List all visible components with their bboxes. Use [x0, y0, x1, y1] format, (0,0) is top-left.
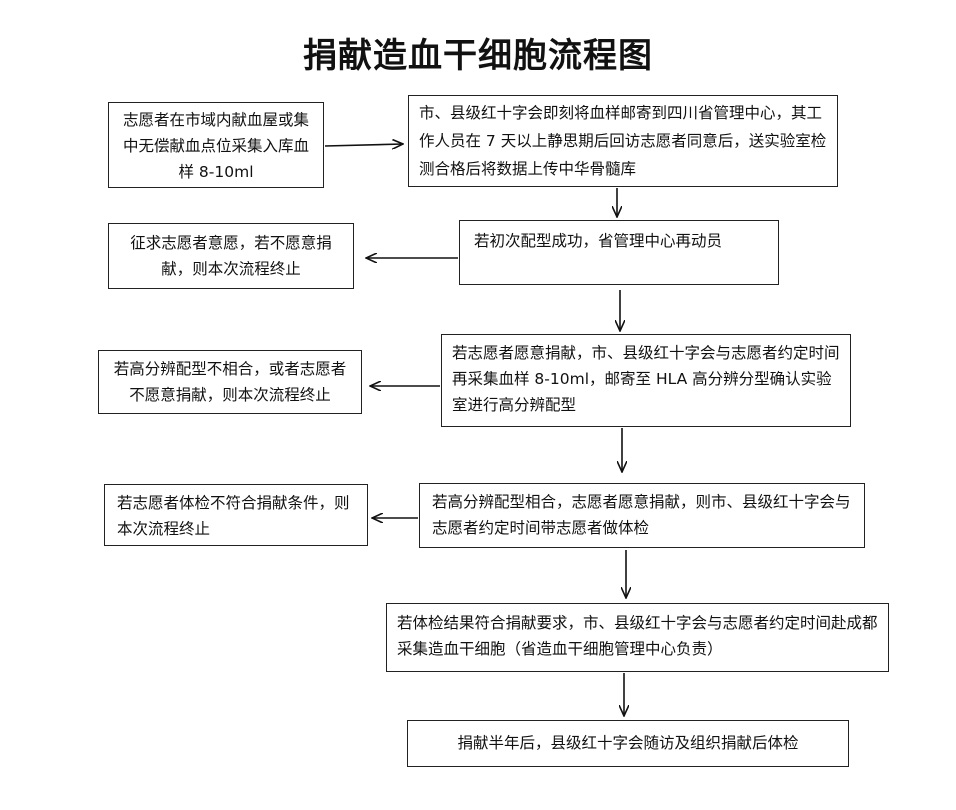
end-unwilling-to-donate-text: 征求志愿者意愿，若不愿意捐献，则本次流程终止 [130, 234, 332, 278]
step-initial-match-mobilize-text: 若初次配型成功，省管理中心再动员 [474, 232, 723, 250]
step-physical-examination: 若高分辨配型相合，志愿者愿意捐献，则市、县级红十字会与志愿者约定时间带志愿者做体… [419, 483, 865, 548]
step-initial-match-mobilize: 若初次配型成功，省管理中心再动员 [459, 220, 779, 285]
end-exam-not-qualified: 若志愿者体检不符合捐献条件，则本次流程终止 [104, 484, 368, 546]
step-high-resolution-typing-text: 若志愿者愿意捐献，市、县级红十字会与志愿者约定时间再采集血样 8-10ml，邮寄… [452, 344, 840, 414]
step-physical-examination-text: 若高分辨配型相合，志愿者愿意捐献，则市、县级红十字会与志愿者约定时间带志愿者做体… [432, 493, 851, 537]
end-exam-not-qualified-text: 若志愿者体检不符合捐献条件，则本次流程终止 [117, 494, 350, 538]
step-mail-sample-and-upload-text: 市、县级红十字会即刻将血样邮寄到四川省管理中心，其工作人员在 7 天以上静思期后… [419, 104, 827, 178]
arrow-b1-to-b2 [324, 144, 403, 146]
step-collect-stem-cells: 若体检结果符合捐献要求，市、县级红十字会与志愿者约定时间赴成都采集造血干细胞（省… [386, 603, 889, 672]
step-follow-up-visit-text: 捐献半年后，县级红十字会随访及组织捐献后体检 [457, 734, 799, 752]
step-collect-blood-sample: 志愿者在市域内献血屋或集中无偿献血点位采集入库血样 8-10ml [108, 102, 324, 188]
step-collect-blood-sample-text: 志愿者在市域内献血屋或集中无偿献血点位采集入库血样 8-10ml [122, 111, 309, 181]
step-follow-up-visit: 捐献半年后，县级红十字会随访及组织捐献后体检 [407, 720, 849, 767]
end-mismatch-or-refused: 若高分辨配型不相合，或者志愿者不愿意捐献，则本次流程终止 [98, 350, 362, 414]
step-collect-stem-cells-text: 若体检结果符合捐献要求，市、县级红十字会与志愿者约定时间赴成都采集造血干细胞（省… [397, 614, 878, 658]
step-high-resolution-typing: 若志愿者愿意捐献，市、县级红十字会与志愿者约定时间再采集血样 8-10ml，邮寄… [441, 334, 851, 427]
end-mismatch-or-refused-text: 若高分辨配型不相合，或者志愿者不愿意捐献，则本次流程终止 [113, 360, 347, 404]
step-mail-sample-and-upload: 市、县级红十字会即刻将血样邮寄到四川省管理中心，其工作人员在 7 天以上静思期后… [408, 95, 838, 187]
diagram-title: 捐献造血干细胞流程图 [303, 36, 653, 76]
end-unwilling-to-donate: 征求志愿者意愿，若不愿意捐献，则本次流程终止 [108, 223, 354, 289]
